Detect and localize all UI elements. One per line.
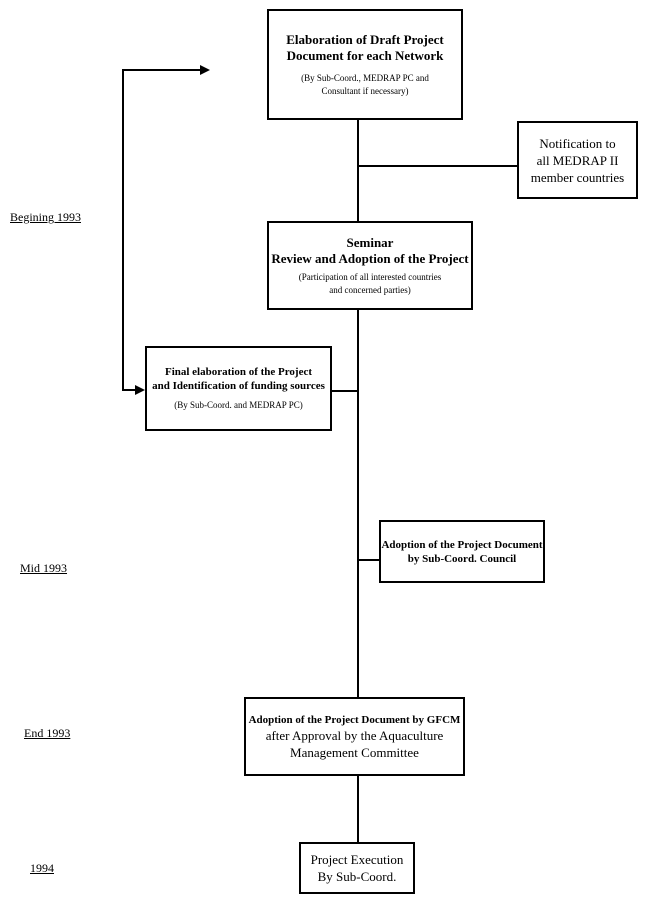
- notification-box: Notification to all MEDRAP II member cou…: [517, 121, 638, 199]
- main-connector-middle: [357, 310, 359, 698]
- main-connector-top: [357, 119, 359, 222]
- main-connector-bottom: [357, 775, 359, 843]
- council-adoption-box: Adoption of the Project Document by Sub-…: [379, 520, 545, 583]
- final-title-line-1: Final elaboration of the Project: [164, 366, 313, 378]
- draft-project-box: Elaboration of Draft Project Document fo…: [267, 9, 463, 120]
- draft-title-line-2: Document for each Network: [286, 47, 444, 63]
- period-1994: 1994: [30, 861, 54, 875]
- feedback-arrowhead-bottom: [135, 385, 145, 395]
- gfcm-adoption-box: Adoption of the Project Document by GFCM…: [244, 697, 465, 776]
- notification-line-2: all MEDRAP II: [536, 152, 619, 168]
- feedback-arrowhead-top: [200, 65, 210, 75]
- draft-note-line-2: Consultant if necessary): [321, 85, 409, 96]
- council-connector: [358, 559, 380, 561]
- final-elaboration-box: Final elaboration of the Project and Ide…: [145, 346, 332, 431]
- draft-note-line-1: (By Sub-Coord., MEDRAP PC and: [301, 72, 429, 83]
- council-line-2: by Sub-Coord. Council: [407, 552, 517, 565]
- council-line-1: Adoption of the Project Document: [381, 538, 543, 551]
- feedback-loop-top: [122, 69, 202, 71]
- execution-line-2: By Sub-Coord.: [317, 869, 397, 884]
- seminar-note-line-1: (Participation of all interested countri…: [298, 271, 442, 282]
- seminar-title-line-2: Review and Adoption of the Project: [271, 250, 469, 266]
- final-title-line-2: and Identification of funding sources: [152, 380, 325, 392]
- final-note: (By Sub-Coord. and MEDRAP PC): [174, 400, 303, 410]
- seminar-box: Seminar Review and Adoption of the Proje…: [267, 221, 473, 310]
- gfcm-line-1: Adoption of the Project Document by GFCM: [248, 713, 461, 726]
- period-mid-1993: Mid 1993: [20, 561, 68, 575]
- notification-connector: [358, 165, 518, 167]
- notification-line-1: Notification to: [539, 135, 616, 151]
- gfcm-line-2: after Approval by the Aquaculture: [265, 727, 444, 743]
- gfcm-line-3: Management Committee: [290, 744, 419, 760]
- draft-title-line-1: Elaboration of Draft Project: [286, 31, 444, 47]
- notification-line-3: member countries: [530, 169, 625, 185]
- seminar-title-line-1: Seminar: [346, 234, 394, 250]
- final-elaboration-connector: [331, 390, 358, 392]
- period-end-1993: End 1993: [24, 726, 71, 740]
- project-execution-box: Project Execution By Sub-Coord.: [299, 842, 415, 894]
- feedback-loop-bottom: [122, 389, 136, 391]
- feedback-loop-vertical: [122, 69, 124, 391]
- execution-line-1: Project Execution: [310, 852, 404, 867]
- period-beginning-1993: Begining 1993: [10, 210, 81, 224]
- seminar-note-line-2: and concerned parties): [329, 284, 411, 295]
